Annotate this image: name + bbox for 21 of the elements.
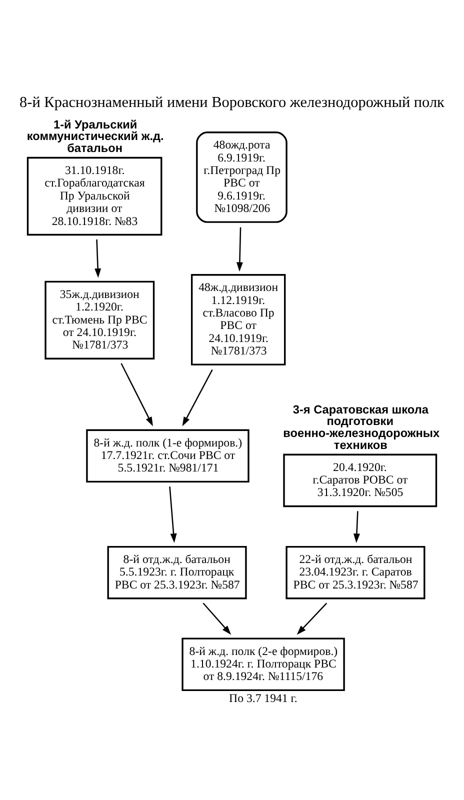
arrow: [353, 510, 360, 542]
arrow: [169, 486, 177, 542]
arrow: [296, 602, 328, 634]
node-box: 48ж.д.дивизион 1.12.1919г. ст.Власово Пр РВС от 24.10.1919г. №1781/373: [190, 274, 286, 365]
node-box: 8-й ж.д. полк (1-е формиров.) 17.7.1921г. ст.Сочи РВС от 5.5.1921г. №981/171: [86, 428, 250, 482]
node-box: 35ж.д.дивизион 1.2.1920г. ст.Тюмень Пр РВС от 24.10.1919г. №1781/373: [44, 280, 155, 359]
node-box: 48ожд.рота 6.9.1919г. г.Петроград Пр РВС от 9.6.1919г. №1098/206: [196, 131, 288, 222]
diagram-title: 8-й Краснознаменный имени Воровского железнодорожный полк: [20, 93, 444, 110]
node-label: 1-й Уральский коммунистический ж.д. батальон: [26, 116, 164, 155]
node-box: 8-й отд.ж.д. батальон 5.5.1923г. г. Полторацк РВС от 25.3.1923г. №587: [107, 545, 247, 599]
node-label: По 3.7 1941 г.: [229, 690, 298, 705]
arrow: [202, 602, 232, 634]
node-box: 22-й отд.ж.д. батальон 23.04.1923г. г. Саратов РВС от 25.3.1923г. №587: [286, 545, 426, 599]
node-box: 8-й ж.д. полк (2-е формиров.) 1.10.1924г. г. Полторацк РВС от 8.9.1924г. №1115/176: [182, 637, 345, 690]
node-box: 31.10.1918г. ст.Гораблагодатская Пр Уральской дивизии от 28.10.1918г. №83: [26, 156, 162, 236]
arrow: [120, 362, 153, 426]
node-label: 3-я Саратовская школа подготовки военно-железнодорожных техников: [283, 402, 440, 452]
arrow: [182, 368, 213, 426]
arrow: [94, 238, 102, 278]
node-box: 20.4.1920г. г.Саратов РОВС от 31.3.1920г. №505: [283, 453, 438, 507]
arrow: [236, 226, 243, 272]
